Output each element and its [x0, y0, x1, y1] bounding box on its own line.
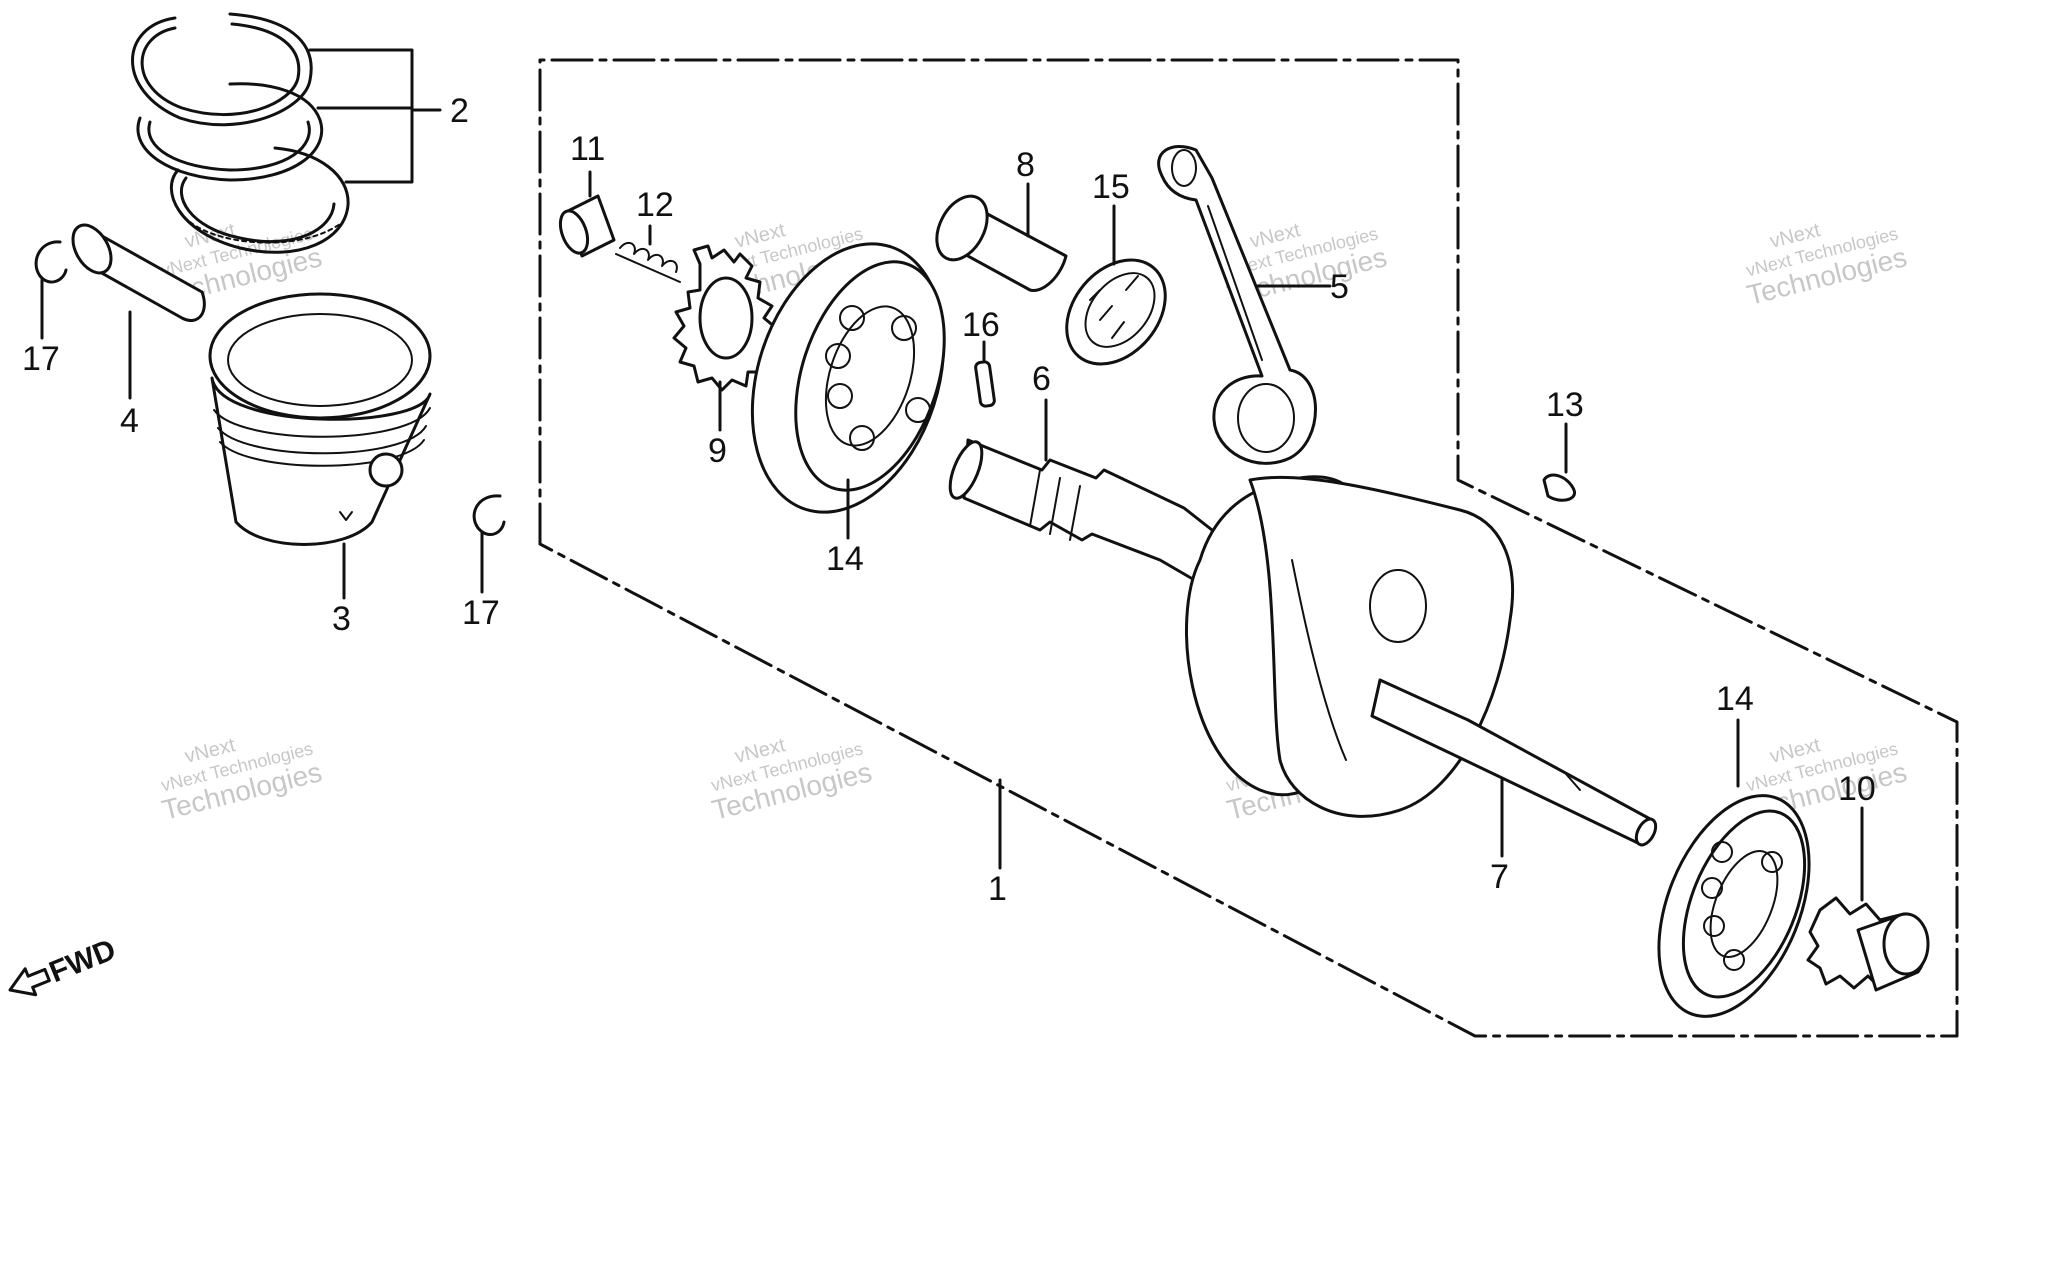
fwd-indicator: FWD: [8, 933, 121, 997]
bushing-11: [558, 194, 616, 258]
callout-11: 11: [570, 130, 605, 168]
callout-2: 2: [450, 92, 469, 130]
watermark-8: vNext vNext Technologies Technologies: [1744, 219, 1910, 311]
callout-12: 12: [636, 186, 674, 224]
callout-labels: 1 2 3 4 5 6 7 8 9 10 11 12 13 14 14 15 1…: [22, 92, 1876, 908]
callout-13: 13: [1546, 386, 1584, 424]
piston-rings: [131, 12, 350, 254]
bearing-14-right: [1657, 794, 1811, 1018]
callout-17a: 17: [22, 340, 60, 378]
woodruff-key-13: [1542, 473, 1577, 502]
sprocket-10: [1806, 896, 1930, 992]
callout-7: 7: [1490, 858, 1509, 896]
callout-5: 5: [1330, 268, 1349, 306]
circlip-right: [472, 494, 506, 537]
callout-17b: 17: [462, 594, 500, 632]
callout-14b: 14: [1716, 680, 1754, 718]
callout-2-bracket: [308, 48, 414, 184]
piston-pin: [71, 223, 206, 322]
callout-16: 16: [962, 306, 1000, 344]
callout-4: 4: [120, 402, 139, 440]
sprocket-9: [672, 244, 778, 392]
callout-9: 9: [708, 432, 727, 470]
connecting-rod-5: [1157, 144, 1317, 465]
callout-15: 15: [1092, 168, 1130, 206]
callout-3: 3: [332, 600, 351, 638]
crankshaft-right-shaft: [1370, 678, 1658, 847]
bearing-14-left: [750, 242, 946, 514]
callout-1: 1: [988, 870, 1007, 908]
watermark-2: vNext vNext Technologies Technologies: [709, 734, 875, 826]
watermark-1: vNext vNext Technologies Technologies: [159, 734, 325, 826]
callout-8: 8: [1016, 146, 1035, 184]
piston: [208, 292, 432, 546]
pin-16: [974, 360, 996, 408]
crank-webs: [1185, 475, 1515, 818]
needle-bearing-15: [1065, 258, 1167, 366]
assembly-boundary: [538, 58, 1959, 1038]
circlip-left: [34, 240, 68, 284]
crankshaft-left-shaft: [948, 438, 1242, 598]
callout-10: 10: [1838, 770, 1876, 808]
crank-pin-8: [935, 194, 1068, 292]
callout-6: 6: [1032, 360, 1051, 398]
callout-14a: 14: [826, 540, 864, 578]
fwd-label: FWD: [45, 933, 121, 989]
spring-12: [615, 241, 681, 283]
fwd-arrow-icon: [8, 967, 51, 997]
